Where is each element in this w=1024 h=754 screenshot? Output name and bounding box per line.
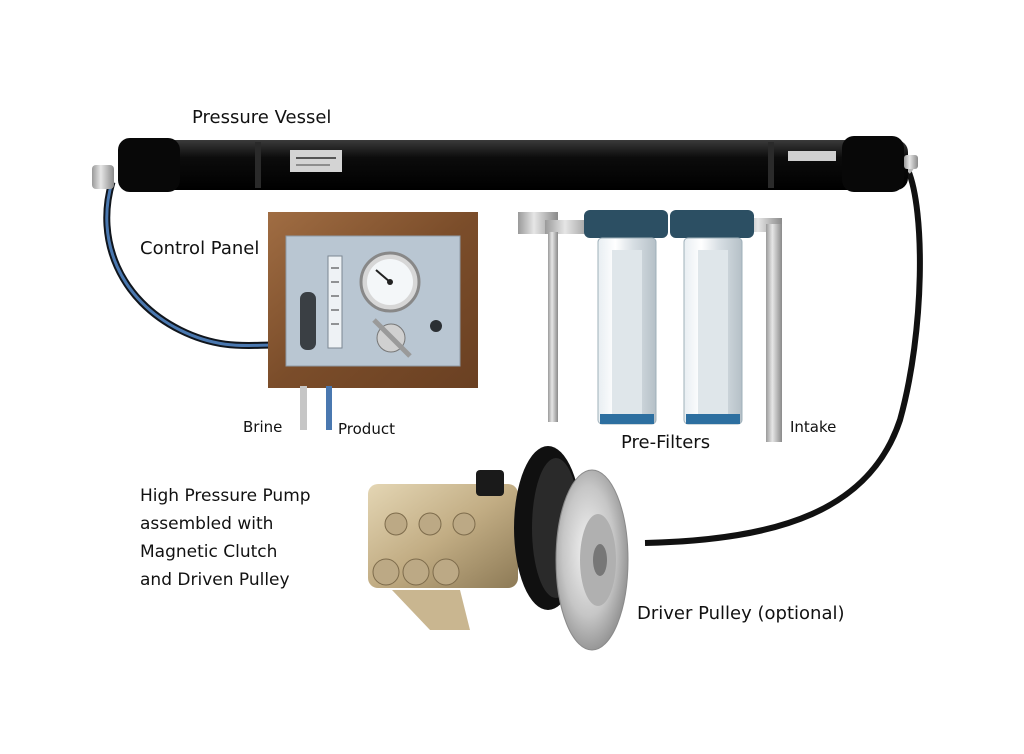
flowmeter-icon <box>327 255 343 349</box>
filter-plumbing <box>518 212 782 442</box>
label-control-panel: Control Panel <box>140 238 260 259</box>
label-product: Product <box>338 420 395 438</box>
label-pump-line-1: High Pressure Pump <box>140 486 311 506</box>
valve-handle-icon <box>372 318 412 358</box>
pre-filters <box>584 210 754 425</box>
pressure-vessel <box>92 136 918 192</box>
control-panel <box>268 212 478 430</box>
label-driver-pulley: Driver Pulley (optional) <box>637 603 845 624</box>
pressure-gauge-icon <box>359 251 421 313</box>
label-pump-line-2: assembled with <box>140 514 274 534</box>
brine-hose <box>103 181 273 350</box>
label-pump-line-3: Magnetic Clutch <box>140 542 278 562</box>
label-brine: Brine <box>243 418 283 436</box>
label-high-pressure-pump: High Pressure Pump assembled with Magnet… <box>140 482 311 594</box>
label-pressure-vessel: Pressure Vessel <box>192 107 332 128</box>
high-pressure-pump <box>368 470 518 630</box>
high-pressure-hose <box>644 168 923 546</box>
driven-pulley <box>555 469 629 651</box>
label-pump-line-4: and Driven Pulley <box>140 570 290 590</box>
label-pre-filters: Pre-Filters <box>621 432 711 453</box>
label-intake: Intake <box>790 418 837 436</box>
